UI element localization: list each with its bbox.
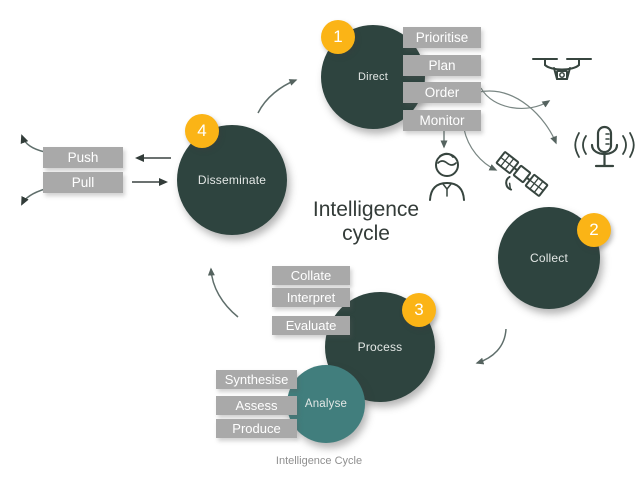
stage-analyse: Analyse xyxy=(287,365,365,443)
badge-4-number: 4 xyxy=(197,121,207,140)
stage-process-label: Process xyxy=(357,340,403,354)
arrow-push-out xyxy=(20,134,46,153)
badge-1-number: 1 xyxy=(333,27,343,46)
arrow-collect-to-process xyxy=(475,328,507,365)
tag-push: Push xyxy=(43,147,123,168)
stage-collect-label: Collect xyxy=(529,251,569,265)
satellite-icon xyxy=(495,151,549,197)
badge-2-number: 2 xyxy=(589,220,599,239)
diagram-title: Intelligence cycle xyxy=(288,198,444,246)
arrow-order-to-drone xyxy=(480,87,551,109)
badge-3: 3 xyxy=(402,293,436,327)
tag-collate: Collate xyxy=(272,266,350,285)
tag-evaluate: Evaluate xyxy=(272,316,350,335)
tag-prioritise: Prioritise xyxy=(403,27,481,48)
diagram-title-line2: cycle xyxy=(342,222,390,245)
tag-pull: Pull xyxy=(43,172,123,193)
badge-2: 2 xyxy=(577,213,611,247)
stage-collect: Collect xyxy=(498,207,600,309)
stage-direct-label: Direct xyxy=(358,71,388,83)
tag-assess: Assess xyxy=(216,396,297,415)
diagram-title-line1: Intelligence xyxy=(312,198,420,221)
tag-monitor: Monitor xyxy=(403,110,481,131)
tag-synthesise: Synthesise xyxy=(216,370,297,389)
stage-analyse-label: Analyse xyxy=(304,398,348,410)
tag-order: Order xyxy=(403,82,481,103)
tag-produce: Produce xyxy=(216,419,297,438)
figure-caption: Intelligence Cycle xyxy=(275,455,363,467)
person-icon xyxy=(429,152,465,201)
badge-3-number: 3 xyxy=(414,300,424,319)
arrow-process-to-disseminate xyxy=(207,267,239,318)
badge-1: 1 xyxy=(321,20,355,54)
badge-4: 4 xyxy=(185,114,219,148)
arrow-pull-out xyxy=(21,188,46,206)
tag-interpret: Interpret xyxy=(272,288,350,307)
microphone-icon xyxy=(574,125,635,168)
drone-icon xyxy=(532,58,592,80)
arrow-order-to-microphone xyxy=(478,90,557,145)
tag-plan: Plan xyxy=(403,55,481,76)
arrow-monitor-to-satellite xyxy=(463,128,498,171)
stage-disseminate-label: Disseminate xyxy=(197,173,267,187)
arrow-disseminate-to-direct xyxy=(257,79,298,114)
